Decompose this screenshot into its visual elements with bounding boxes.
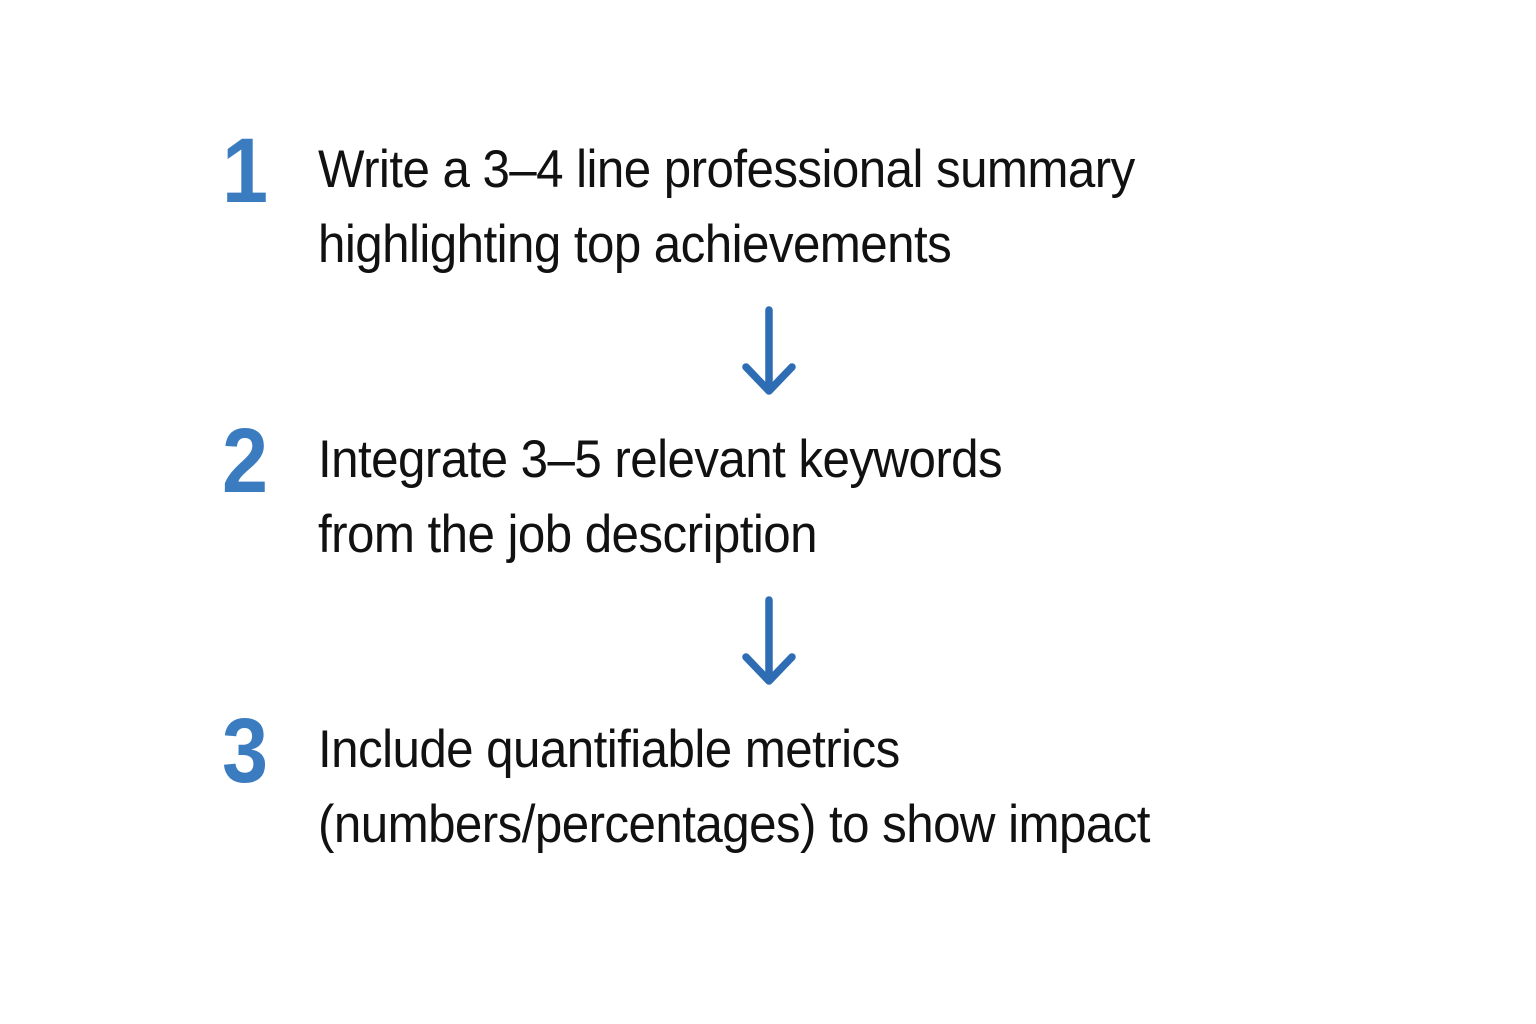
step-number-3: 3 bbox=[222, 700, 268, 802]
arrow-down-icon-1 bbox=[733, 305, 805, 397]
flow-step-2: 2 Integrate 3–5 relevant keywords from t… bbox=[222, 410, 1054, 573]
step-2-line-2: from the job description bbox=[318, 505, 818, 565]
step-number-2: 2 bbox=[222, 410, 268, 512]
step-text-3: Include quantifiable metrics (numbers/pe… bbox=[318, 708, 1150, 863]
step-2-line-1: Integrate 3–5 relevant keywords bbox=[318, 430, 1003, 489]
step-1-line-2: highlighting top achievements bbox=[318, 215, 952, 275]
step-number-1: 1 bbox=[222, 120, 268, 222]
step-3-line-2: (numbers/percentages) to show impact bbox=[318, 795, 1150, 855]
step-3-line-1: Include quantifiable metrics bbox=[318, 720, 900, 779]
flow-step-3: 3 Include quantifiable metrics (numbers/… bbox=[222, 700, 1213, 863]
flow-step-1: 1 Write a 3–4 line professional summary … bbox=[222, 120, 1196, 283]
step-1-line-1: Write a 3–4 line professional summary bbox=[318, 140, 1135, 199]
step-text-2: Integrate 3–5 relevant keywords from the… bbox=[318, 418, 1003, 573]
step-text-1: Write a 3–4 line professional summary hi… bbox=[318, 128, 1135, 283]
arrow-down-icon-2 bbox=[733, 595, 805, 687]
